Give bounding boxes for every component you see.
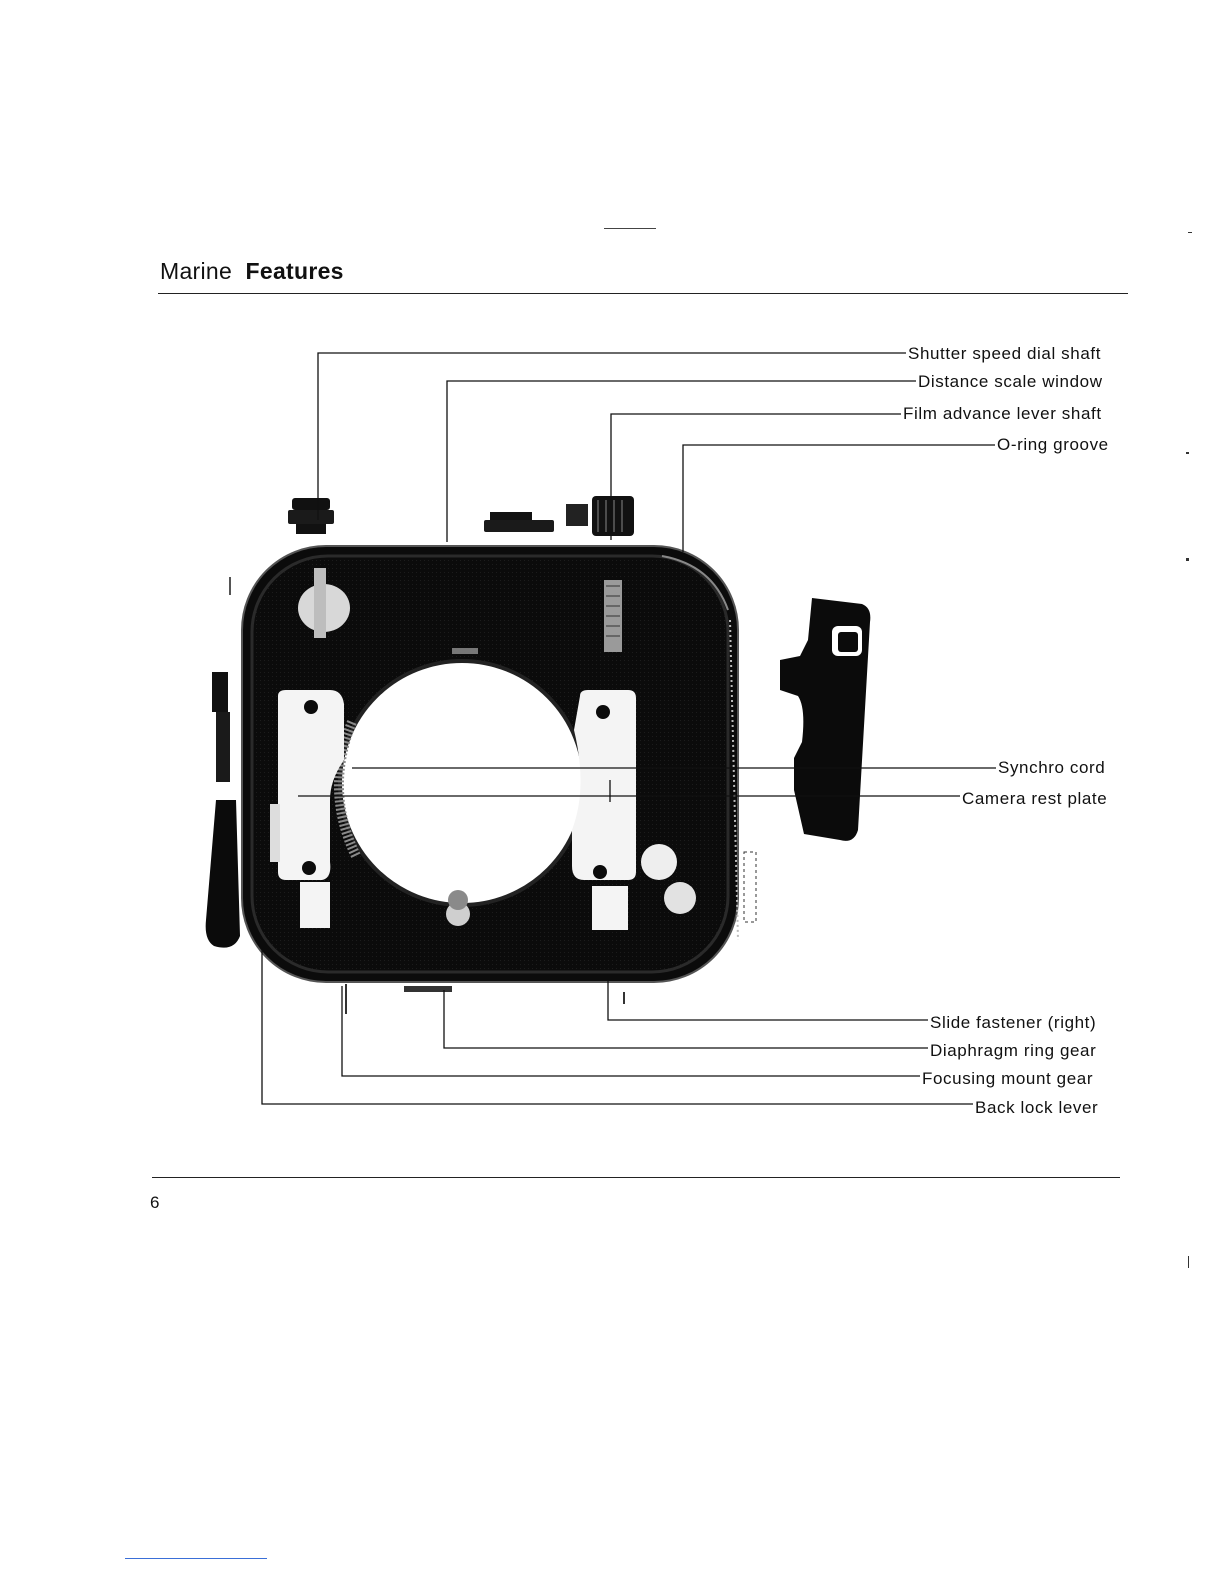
lens-port-opening [340,661,584,905]
label-o-ring-groove: O-ring groove [995,435,1109,455]
bottom-underline [125,1558,267,1559]
label-shutter-speed-dial-shaft: Shutter speed dial shaft [906,344,1101,364]
margin-mark [1186,558,1189,561]
margin-mark [1188,1256,1189,1268]
label-diaphragm-ring-gear: Diaphragm ring gear [928,1041,1096,1061]
margin-mark [1188,232,1192,233]
label-slide-fastener-right: Slide fastener (right) [928,1013,1096,1033]
label-film-advance-lever-shaft: Film advance lever shaft [901,404,1102,424]
footer-rule [152,1177,1120,1178]
label-focusing-mount-gear: Focusing mount gear [920,1069,1093,1089]
margin-mark [1186,452,1189,454]
synchro-cord-grip [744,598,870,922]
page-number: 6 [150,1193,159,1213]
back-lock-lever-part [206,577,240,948]
top-controls [288,496,634,536]
label-camera-rest-plate: Camera rest plate [960,789,1107,809]
bottom-parts [346,984,624,1014]
label-synchro-cord: Synchro cord [996,758,1105,778]
label-back-lock-lever: Back lock lever [973,1098,1098,1118]
label-distance-scale-window: Distance scale window [916,372,1103,392]
